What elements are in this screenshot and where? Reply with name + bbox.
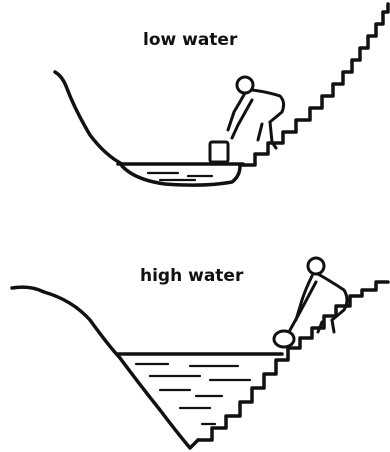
person-icon-top [228, 77, 284, 148]
stepped-bank-bottom [198, 282, 388, 440]
left-riverbank-top [55, 72, 122, 164]
riverbed-bottom [120, 358, 198, 448]
bucket-icon-bottom [274, 331, 294, 347]
water-ripples-top [148, 173, 212, 180]
bucket-icon-top [210, 142, 228, 162]
high-water-panel [12, 258, 388, 448]
stepped-bank-top [240, 4, 388, 165]
left-riverbank-bottom [12, 287, 120, 358]
low-water-panel [55, 4, 388, 185]
riverbed-top [122, 166, 240, 185]
person-icon-bottom [290, 258, 347, 332]
